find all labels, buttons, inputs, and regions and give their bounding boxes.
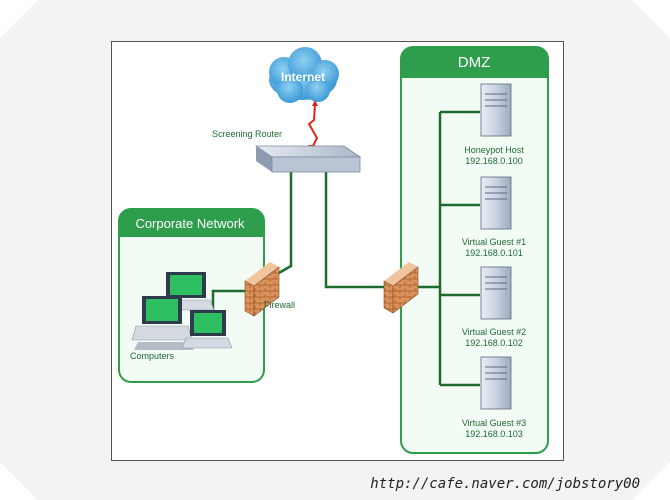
firewall-label: Firewall: [264, 300, 296, 310]
host-name-guest1: Virtual Guest #1: [461, 237, 527, 247]
host-ip-guest1: 192.168.0.101: [465, 248, 523, 258]
screening-router-label: Screening Router: [212, 129, 283, 139]
internet-label: Internet: [280, 70, 325, 84]
host-name-guest2: Virtual Guest #2: [461, 327, 527, 337]
frame-corner-top-right: [632, 0, 670, 38]
host-ip-guest2: 192.168.0.102: [465, 338, 523, 348]
computers-icon: [131, 272, 233, 350]
screening-router-icon: [254, 145, 362, 173]
watermark-url: http://cafe.naver.com/jobstory00: [370, 476, 640, 492]
dmz-panel: [400, 46, 549, 454]
host-name-guest3: Virtual Guest #3: [461, 418, 527, 428]
dmz-title: DMZ: [457, 54, 491, 71]
frame-corner-bottom-right: [632, 462, 670, 500]
server-honeypot-icon: [480, 83, 512, 137]
corporate-network-title: Corporate Network: [135, 216, 245, 231]
server-guest3-icon: [480, 356, 512, 410]
server-guest2-icon: [480, 266, 512, 320]
host-ip-guest3: 192.168.0.103: [465, 429, 523, 439]
host-ip-honeypot: 192.168.0.100: [465, 156, 523, 166]
corporate-firewall-icon: [244, 262, 280, 317]
internet-cloud-icon: [269, 47, 339, 103]
frame-corner-top-left: [0, 0, 38, 38]
server-guest1-icon: [480, 176, 512, 230]
dmz-firewall-icon: [383, 262, 419, 314]
router-to-dmz-link: [324, 168, 384, 289]
lightning-link-icon: [307, 100, 319, 151]
frame-corner-bottom-left: [0, 462, 38, 500]
computers-label: Computers: [130, 351, 175, 361]
host-name-honeypot: Honeypot Host: [464, 145, 524, 155]
